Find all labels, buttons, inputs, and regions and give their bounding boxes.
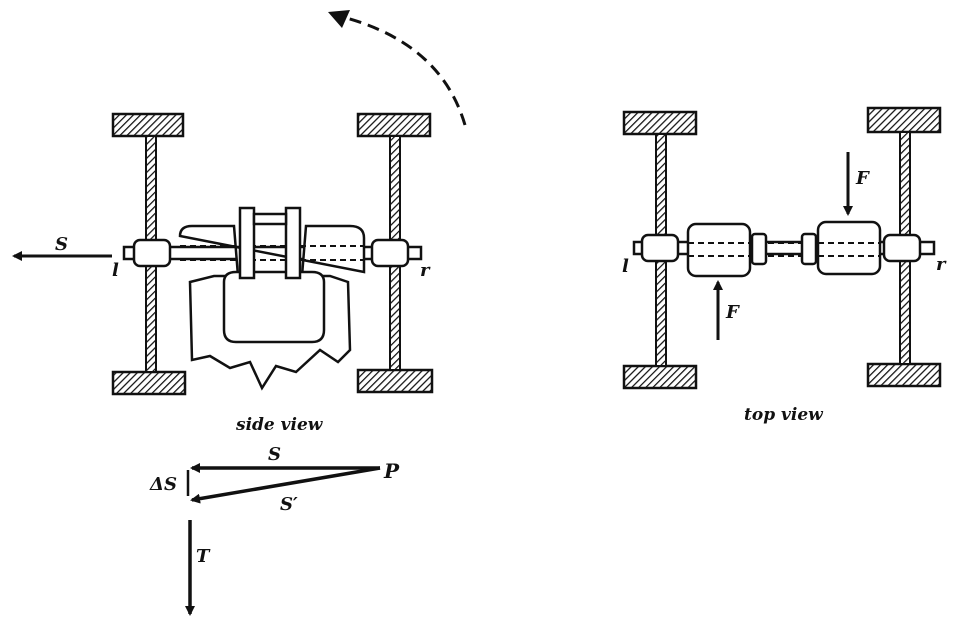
side-view: S l r side view — [12, 112, 434, 435]
force-s-arrow: S — [12, 234, 112, 261]
force-f-top-label: F — [855, 168, 870, 189]
force-f-bottom-label: F — [725, 302, 740, 323]
top-view-caption: top view — [744, 405, 824, 425]
s-label: S — [268, 444, 281, 465]
left-label: l — [112, 260, 119, 281]
vector-diagram: ΔS S S′ P T — [149, 444, 400, 616]
left-label-top: l — [622, 256, 629, 277]
side-view-caption: side view — [235, 415, 324, 435]
top-view: F F l r top view — [622, 106, 947, 425]
gyro-body — [178, 206, 366, 391]
right-label: r — [420, 260, 431, 281]
right-label-top: r — [936, 254, 947, 275]
force-s-label: S — [55, 234, 68, 255]
delta-s-label: ΔS — [149, 474, 177, 495]
axle-top — [632, 220, 936, 278]
s-prime-label: S′ — [280, 494, 298, 515]
rotation-arrow — [328, 10, 467, 126]
t-label: T — [196, 546, 211, 567]
p-label: P — [383, 459, 400, 483]
